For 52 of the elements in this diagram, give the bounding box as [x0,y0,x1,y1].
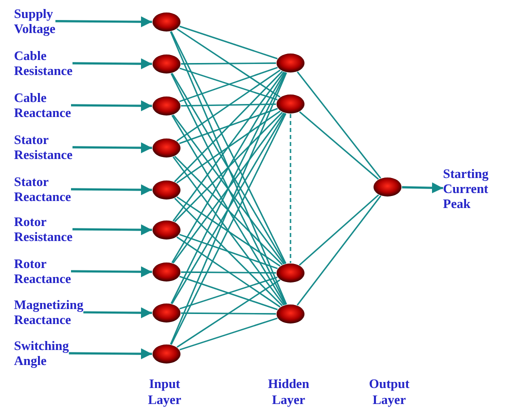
connection-line [174,198,283,306]
connection-line [179,234,278,270]
output-label: Starting Current Peak [443,166,488,211]
arrow [68,348,152,360]
connection-line [170,72,288,345]
input-label: Stator Resistance [14,132,72,162]
connection-line [176,110,281,184]
input-label: Rotor Reactance [14,256,72,286]
connection-line [174,112,283,222]
connection-line [298,194,380,266]
connection-line [172,71,284,222]
connection-line [174,156,283,266]
connection-line [296,71,382,179]
connection-line [181,271,276,274]
connection-line [176,196,280,267]
connection-line [180,104,276,106]
layer-label: Input Layer [148,376,182,408]
connection-line [176,279,280,348]
connection-line [176,28,280,98]
connection-line [179,108,278,144]
dashed-connector [290,114,292,263]
input-label: Cable Reactance [14,90,72,120]
connection-line [179,318,278,350]
connection-line [181,312,276,315]
layer-label: Hidden Layer [268,376,310,408]
arrow [402,182,444,194]
arrow [71,184,152,196]
connection-line [170,31,288,305]
input-label: Cable Resistance [14,48,72,78]
connection-line [296,195,382,306]
input-label: Switching Angle [14,338,69,368]
input-label: Supply Voltage [14,6,56,36]
arrow [72,142,152,154]
arrow [72,58,152,70]
arrow [55,16,152,28]
input-label: Rotor Resistance [14,214,72,244]
connection-line [172,156,284,306]
connection-line [170,31,286,264]
arrow [83,307,152,318]
arrow [71,100,152,112]
arrow [72,224,152,236]
connection-line [176,236,281,308]
connection-line [170,113,286,345]
layer-label: Output Layer [369,376,410,408]
connection-line [174,70,283,182]
input-label: Stator Reactance [14,174,72,204]
connection-line [299,111,379,180]
input-label: Magnetizing Reactance [14,297,84,327]
connection-line [176,69,281,142]
connection-line [181,62,276,65]
arrow [71,266,152,278]
connection-line [179,26,278,60]
